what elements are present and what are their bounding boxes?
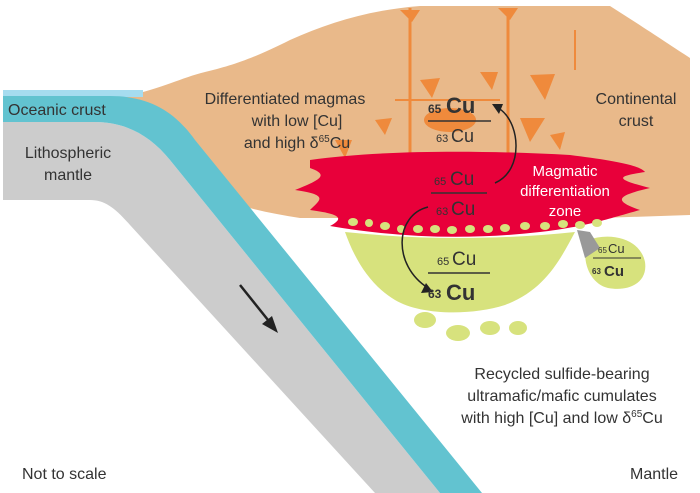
svg-text:Continental: Continental	[596, 91, 677, 108]
ratio-magma: 65 Cu	[434, 169, 474, 190]
oceanic-crust	[3, 96, 482, 493]
svg-text:with high [Cu] and low δ65Cu: with high [Cu] and low δ65Cu	[460, 409, 662, 427]
svg-text:Lithospheric: Lithospheric	[25, 145, 111, 162]
blob-connector	[577, 230, 600, 258]
svg-text:Differentiated magmas: Differentiated magmas	[205, 91, 366, 108]
arrow-head-up	[492, 104, 503, 114]
ratio-blob: 65 Cu 63 Cu	[592, 241, 641, 280]
lithospheric-label: Lithospheric mantle	[25, 145, 111, 184]
svg-text:Cu: Cu	[604, 263, 624, 280]
recycled-label: Recycled sulfide-bearing ultramafic/mafi…	[460, 366, 662, 427]
mantle-label: Mantle	[630, 466, 678, 483]
svg-text:Cu: Cu	[446, 93, 475, 118]
arrow-head-down	[421, 283, 433, 293]
svg-text:65: 65	[434, 176, 446, 188]
lithospheric-mantle	[3, 122, 440, 493]
differentiation-arrow-up	[494, 107, 517, 184]
svg-text:ultramafic/mafic cumulates: ultramafic/mafic cumulates	[467, 388, 656, 405]
svg-text:Cu: Cu	[450, 169, 474, 190]
svg-text:Cu: Cu	[451, 126, 474, 146]
svg-text:and high δ65Cu: and high δ65Cu	[244, 134, 350, 152]
ratio-differentiated: 65 Cu 63 Cu	[428, 93, 491, 146]
svg-text:Cu: Cu	[446, 280, 475, 305]
svg-text:crust: crust	[619, 113, 654, 130]
svg-text:63: 63	[436, 133, 448, 145]
svg-text:Magmatic: Magmatic	[532, 163, 598, 180]
svg-text:with low [Cu]: with low [Cu]	[251, 113, 343, 130]
svg-text:zone: zone	[549, 203, 582, 220]
magmatic-zone	[295, 151, 650, 237]
oceanic-crust-label: Oceanic crust	[8, 102, 106, 119]
svg-text:mantle: mantle	[44, 167, 92, 184]
svg-text:Recycled sulfide-bearing: Recycled sulfide-bearing	[474, 366, 649, 383]
ratio-cumulate: 65 Cu 63 Cu	[428, 249, 490, 305]
magmatic-label: Magmatic differentiation zone	[520, 163, 610, 220]
ratio-magma-bottom: 63 Cu	[436, 199, 475, 220]
svg-text:Cu: Cu	[451, 199, 475, 220]
svg-text:65: 65	[598, 246, 607, 255]
cumulate-droplets	[348, 218, 602, 341]
cumulate-blob	[585, 236, 646, 289]
subduction-arrow	[239, 284, 273, 326]
differentiated-label: Differentiated magmas with low [Cu] and …	[205, 91, 366, 152]
svg-text:63: 63	[592, 267, 601, 276]
ocean-water	[3, 90, 143, 97]
cumulate-arrow-down	[401, 206, 429, 289]
not-to-scale-label: Not to scale	[22, 466, 107, 483]
svg-text:65: 65	[437, 256, 449, 268]
svg-text:63: 63	[428, 287, 442, 301]
svg-text:Cu: Cu	[608, 241, 625, 256]
svg-text:differentiation: differentiation	[520, 183, 610, 200]
svg-text:63: 63	[436, 206, 448, 218]
svg-text:65: 65	[428, 102, 442, 116]
arrow-head	[262, 316, 278, 333]
svg-text:Cu: Cu	[452, 249, 476, 270]
continental-label: Continental crust	[596, 91, 677, 130]
